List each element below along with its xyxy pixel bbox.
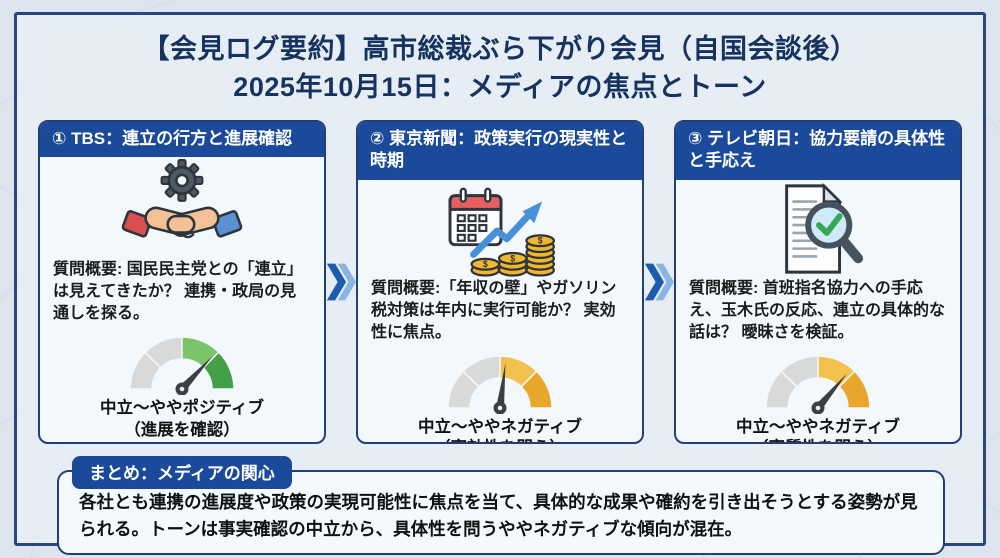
card-tbs-question: 質問概要: 国民民主党との「連立」は見えてきたか？ 連携・政局の見通しを探る。 bbox=[53, 261, 303, 323]
outer-frame: 【会見ログ要約】高市総裁ぶら下がり会見（自国会談後） 2025年10月15日：メ… bbox=[14, 12, 986, 555]
summary-text: 各社とも連携の進展度や政策の実現可能性に焦点を当て、具体的な成果や確約を引き出そ… bbox=[79, 491, 918, 539]
tone-line-1: 中立〜ややポジティブ bbox=[99, 399, 264, 418]
summary-badge: まとめ：メディアの関心 bbox=[72, 455, 292, 489]
summary-box: まとめ：メディアの関心 各社とも連携の進展度や政策の実現可能性に焦点を当て、具体… bbox=[57, 455, 945, 555]
calendar-coins-icon: $ $ $ bbox=[448, 187, 556, 277]
card-tokyo-header: ② 東京新聞：政策実行の現実性と時期 bbox=[358, 121, 642, 180]
tone-line-1: 中立〜ややネガティブ bbox=[735, 417, 900, 436]
card-tokyo-shimbun: ② 東京新聞：政策実行の現実性と時期 bbox=[356, 119, 644, 444]
svg-text:$: $ bbox=[538, 235, 543, 245]
double-chevron-icon bbox=[326, 263, 356, 300]
card-tokyo-tone: 中立〜ややネガティブ （実効性を問う） bbox=[358, 417, 642, 442]
tone-line-1: 中立〜ややネガティブ bbox=[417, 417, 582, 436]
svg-text:$: $ bbox=[510, 253, 515, 263]
card-tokyo-icon-area: $ $ $ bbox=[358, 180, 642, 278]
handshake-gear-icon bbox=[121, 159, 243, 239]
card-asahi-gauge bbox=[676, 350, 960, 414]
card-tbs-gauge bbox=[40, 331, 324, 396]
tone-line-2: （実効性を問う） bbox=[358, 438, 642, 441]
card-tokyo-gauge bbox=[358, 350, 642, 414]
gauge-needle bbox=[811, 373, 847, 414]
sentiment-gauge-icon bbox=[129, 336, 235, 396]
document-check-icon bbox=[785, 182, 864, 274]
gauge-needle bbox=[493, 363, 507, 414]
flow-arrow-2 bbox=[644, 120, 674, 444]
card-tokyo-question: 質問概要:「年収の壁」やガソリン税対策は年内に実行可能か？ 実効性に焦点。 bbox=[371, 279, 617, 341]
card-asahi-question: 質問概要: 首班指名協力への手応え、玉木氏の反応、連立の具体的な話は？ 曖昧さを… bbox=[689, 279, 946, 341]
sentiment-gauge-icon bbox=[447, 355, 553, 414]
tone-line-2: （進展を確認） bbox=[124, 420, 240, 439]
title-line-2: 2025年10月15日：メディアの焦点とトーン bbox=[233, 72, 767, 103]
svg-text:$: $ bbox=[483, 259, 488, 269]
card-tbs-icon-area bbox=[40, 157, 324, 259]
card-asahi-icon-area bbox=[676, 180, 960, 278]
flow-arrow-1 bbox=[326, 120, 356, 444]
title-line-1: 【会見ログ要約】高市総裁ぶら下がり会見（自国会談後） bbox=[142, 34, 858, 64]
tone-line-2: （実質性を問う） bbox=[676, 438, 960, 441]
card-tbs-header: ① TBS：連立の行方と進展確認 bbox=[40, 121, 324, 158]
card-tv-asahi: ③ テレビ朝日：協力要請の具体性と手応え bbox=[674, 119, 962, 444]
page-title: 【会見ログ要約】高市総裁ぶら下がり会見（自国会談後） 2025年10月15日：メ… bbox=[17, 30, 983, 107]
card-asahi-header: ③ テレビ朝日：協力要請の具体性と手応え bbox=[676, 121, 960, 180]
cards-row: ① TBS：連立の行方と進展確認 bbox=[17, 119, 983, 444]
double-chevron-icon bbox=[644, 263, 674, 300]
sentiment-gauge-icon bbox=[765, 355, 871, 414]
card-asahi-tone: 中立〜ややネガティブ （実質性を問う） bbox=[676, 417, 960, 442]
card-tbs-tone: 中立〜ややポジティブ （進展を確認） bbox=[40, 398, 324, 441]
card-tbs: ① TBS：連立の行方と進展確認 bbox=[38, 119, 326, 444]
gauge-needle bbox=[175, 356, 213, 396]
